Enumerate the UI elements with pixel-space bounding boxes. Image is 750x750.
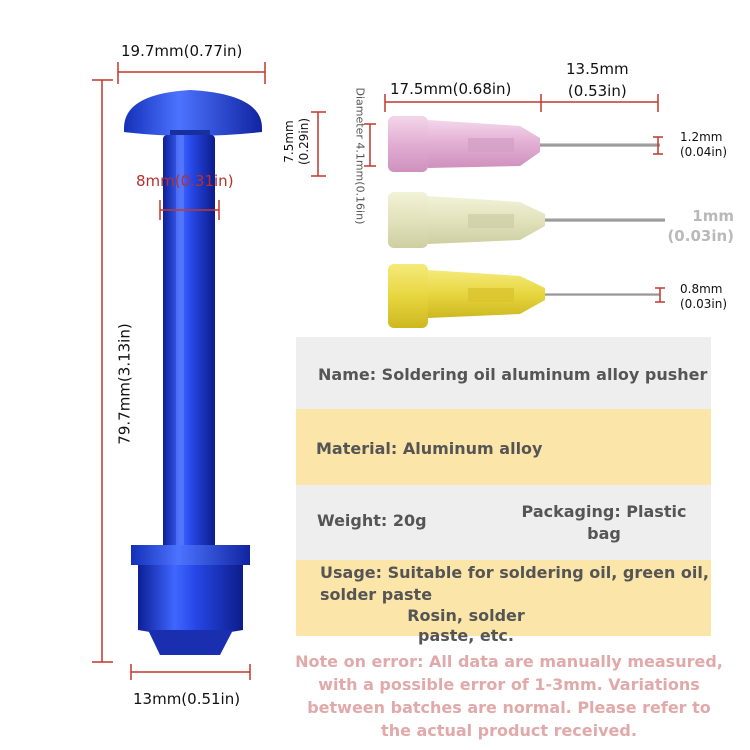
needle-1-size-in: (0.04in) (680, 145, 728, 159)
pusher-shaft-diameter-label: 8mm(0.31in) (136, 172, 234, 190)
hub-diameter-label: Diameter 4.1mm(0.16in) (353, 87, 367, 225)
needle-pink (388, 116, 660, 172)
pusher-cap-width-label: 19.7mm(0.77in) (121, 42, 243, 60)
spec-usage: Usage: Suitable for soldering oil, green… (320, 563, 709, 604)
needle-2-size-mm: 1mm (692, 207, 734, 225)
needle-2-size: 1mm (0.03in) (664, 206, 734, 246)
error-note: Note on error: All data are manually mea… (295, 652, 723, 740)
hub-height-line2: (0.29in) (297, 117, 311, 165)
spec-row-weight: Weight: 20g Packaging: Plastic bag (296, 485, 711, 560)
spec-material: Material: Aluminum alloy (316, 439, 543, 458)
spec-name: Name: Soldering oil aluminum alloy pushe… (318, 365, 708, 384)
spec-packaging: Packaging: Plastic bag (521, 502, 687, 543)
needle-yellow (388, 264, 660, 328)
needle-length-line1: 13.5mm (566, 60, 629, 78)
hub-height-line1: 7.5mm (282, 120, 296, 163)
needle-1-size-mm: 1.2mm (680, 130, 723, 144)
pusher-base-width-label: 13mm(0.51in) (133, 690, 241, 708)
needle-2-size-in: (0.03in) (667, 227, 734, 245)
spec-row-name: Name: Soldering oil aluminum alloy pushe… (296, 337, 711, 409)
pusher-height-label: 79.7mm(3.13in) (115, 323, 134, 445)
spec-usage-extra: Rosin, solder paste, etc. (407, 606, 525, 645)
spec-row-material: Material: Aluminum alloy (296, 409, 711, 485)
hub-height-label: 7.5mm (0.29in) (282, 118, 312, 165)
needle-3-size: 0.8mm (0.03in) (680, 282, 727, 312)
needle-length-label: 13.5mm (0.53in) (566, 58, 629, 102)
spec-row-usage: Usage: Suitable for soldering oil, green… (296, 560, 711, 645)
needle-length-line2: (0.53in) (567, 82, 627, 100)
needle-1-size: 1.2mm (0.04in) (680, 130, 727, 160)
spec-weight: Weight: 20g (317, 511, 427, 530)
needle-3-size-mm: 0.8mm (680, 282, 723, 296)
needle-3-size-in: (0.03in) (680, 297, 728, 311)
needle-hub-length-label: 17.5mm(0.68in) (390, 80, 512, 98)
needle-cream (388, 192, 665, 248)
